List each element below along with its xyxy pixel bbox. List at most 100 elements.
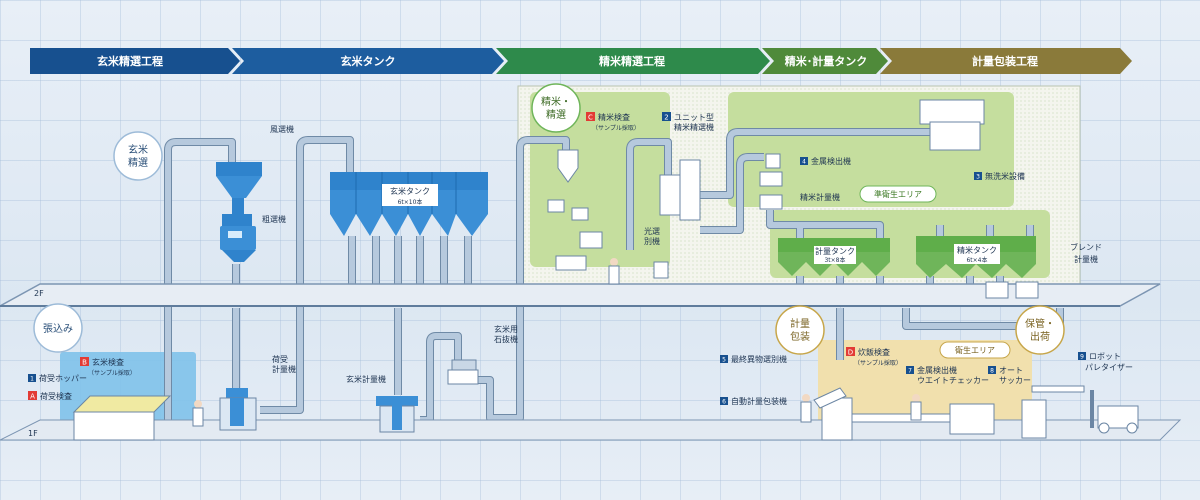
step-4-arrow [762,48,888,74]
step-4-label: 精米･計量タンク [785,54,868,68]
niuke-hopper [72,395,172,441]
robot-label-1: ロボット [1089,352,1121,361]
blend-label-1: ブレンド [1070,242,1102,252]
seimai-tank-sub: 6t×4本 [966,256,987,264]
suihan-marker-letter: D [848,349,853,357]
ishinuki-label-2: 石抜機 [494,334,518,344]
floor-1f-label: 1F [28,429,38,438]
worker-1 [194,400,202,408]
jidou-marker-num: 6 [722,399,726,406]
genken-label: 玄米検査 [92,357,124,367]
seimai-keiryoki-label: 精米計量機 [800,192,840,202]
circle-genmai-1: 玄米 [128,143,148,156]
blend-label-2: 計量機 [1074,254,1098,264]
keiryo-tanks [778,238,890,276]
kinzoku-label: 金属検出機 [811,156,851,166]
sacker-label-1: オート [999,366,1023,375]
kinzoku-marker-num: 4 [802,159,806,166]
floor-2f-label: 2F [34,289,44,298]
sacker-label-2: サッカー [999,376,1031,385]
genken-marker-letter: B [82,359,87,367]
fusenki [216,162,262,216]
weight-label-1: 金属検出機 [917,365,957,375]
hopper-marker [28,374,36,382]
circle-keiryo-1: 計量 [790,317,810,330]
jun-eisei-label: 準衛生エリア [874,189,922,199]
step-2-arrow [232,48,504,74]
keiryo-tank-sub: 3t×8本 [824,256,845,264]
weight-marker-num: 7 [908,368,912,375]
unit-marker-num: 2 [664,114,668,122]
robot-marker [1078,352,1086,360]
sosenki [220,214,256,262]
genmai-tank-sub: 6t×10本 [398,198,423,206]
worker-2 [610,258,618,266]
sosenki-label: 粗選機 [262,214,286,224]
genmai-keiryo-label: 玄米計量機 [346,374,386,384]
museno-marker [974,172,982,180]
saishu-marker [720,355,728,363]
circle-hokan-1: 保管・ [1025,317,1055,330]
circle-seimai-1: 精米・ [541,95,571,108]
kosen-label-1: 光選 [644,226,660,236]
step-3-arrow [496,48,770,74]
seiken-sub: （サンプル採取） [592,124,640,132]
genmai-tank-title: 玄米タンク [390,186,430,196]
suihan-label: 炊飯検査 [858,347,890,357]
pipes [164,128,1064,424]
step-1-arrow [30,48,240,74]
fusenki-label: 風選機 [270,124,294,134]
suihan-marker [846,347,855,356]
robot-label-2: パレタイザー [1085,363,1133,372]
suihan-sub: （サンプル採取） [854,359,902,367]
eisei-badge [939,341,1011,359]
process-steps: 玄米精選工程 玄米タンク 精米精選工程 精米･計量タンク 計量包装工程 [30,48,1132,74]
worker-2-body [608,265,620,285]
genken-marker [80,357,89,366]
saishu-marker-num: 5 [722,357,726,364]
unit-label-1: ユニット型 [674,113,714,122]
worker-4 [802,394,810,402]
hopper-marker-num: 1 [30,376,34,383]
step-2-label: 玄米タンク [341,54,396,68]
step-1-label: 玄米精選工程 [97,54,163,68]
saishu-label: 最終異物選別機 [731,354,787,364]
worker-3 [912,394,920,402]
circle-keiryo-2: 包装 [790,330,810,343]
sacker-marker-num: 8 [990,368,994,375]
circle-hariko: 張込み [43,323,73,335]
sacker-marker [988,366,996,374]
museno-marker-num: 3 [976,174,980,181]
hopper-label: 荷受ホッパー [39,373,87,383]
kinzoku-marker [800,157,808,165]
niuke-label-1: 荷受 [272,354,288,364]
seimai-tank-title: 精米タンク [957,245,997,255]
museno-label: 無洗米設備 [985,171,1025,181]
seimai-equipment [547,149,701,279]
jidou-marker [720,397,728,405]
seiken-marker-letter: C [588,114,593,122]
seiken-marker [586,112,595,121]
weight-label-2: ウエイトチェッカー [917,376,989,385]
seimai-area [530,92,670,267]
worker-1-body [192,407,204,427]
keiryo-tank-title: 計量タンク [815,246,855,256]
circle-hokan-2: 出荷 [1030,330,1050,343]
unit-label-2: 精米精選機 [674,122,714,132]
unit-marker [662,112,671,121]
step-5-label: 計量包装工程 [972,54,1038,68]
niuke-keiryoki [219,388,257,431]
robot-marker-num: 9 [1080,354,1084,361]
niken-marker [28,391,37,400]
step-5-arrow [880,48,1132,74]
genmai-tanks [330,172,488,236]
genken-sub: （サンプル採取） [88,369,136,377]
section-circles [33,83,1065,355]
niken-marker-letter: A [30,393,35,401]
weight-marker [906,366,914,374]
jun-eisei-badge [859,185,937,203]
seiken-label: 精米検査 [598,112,630,122]
worker-3-body [910,401,922,421]
